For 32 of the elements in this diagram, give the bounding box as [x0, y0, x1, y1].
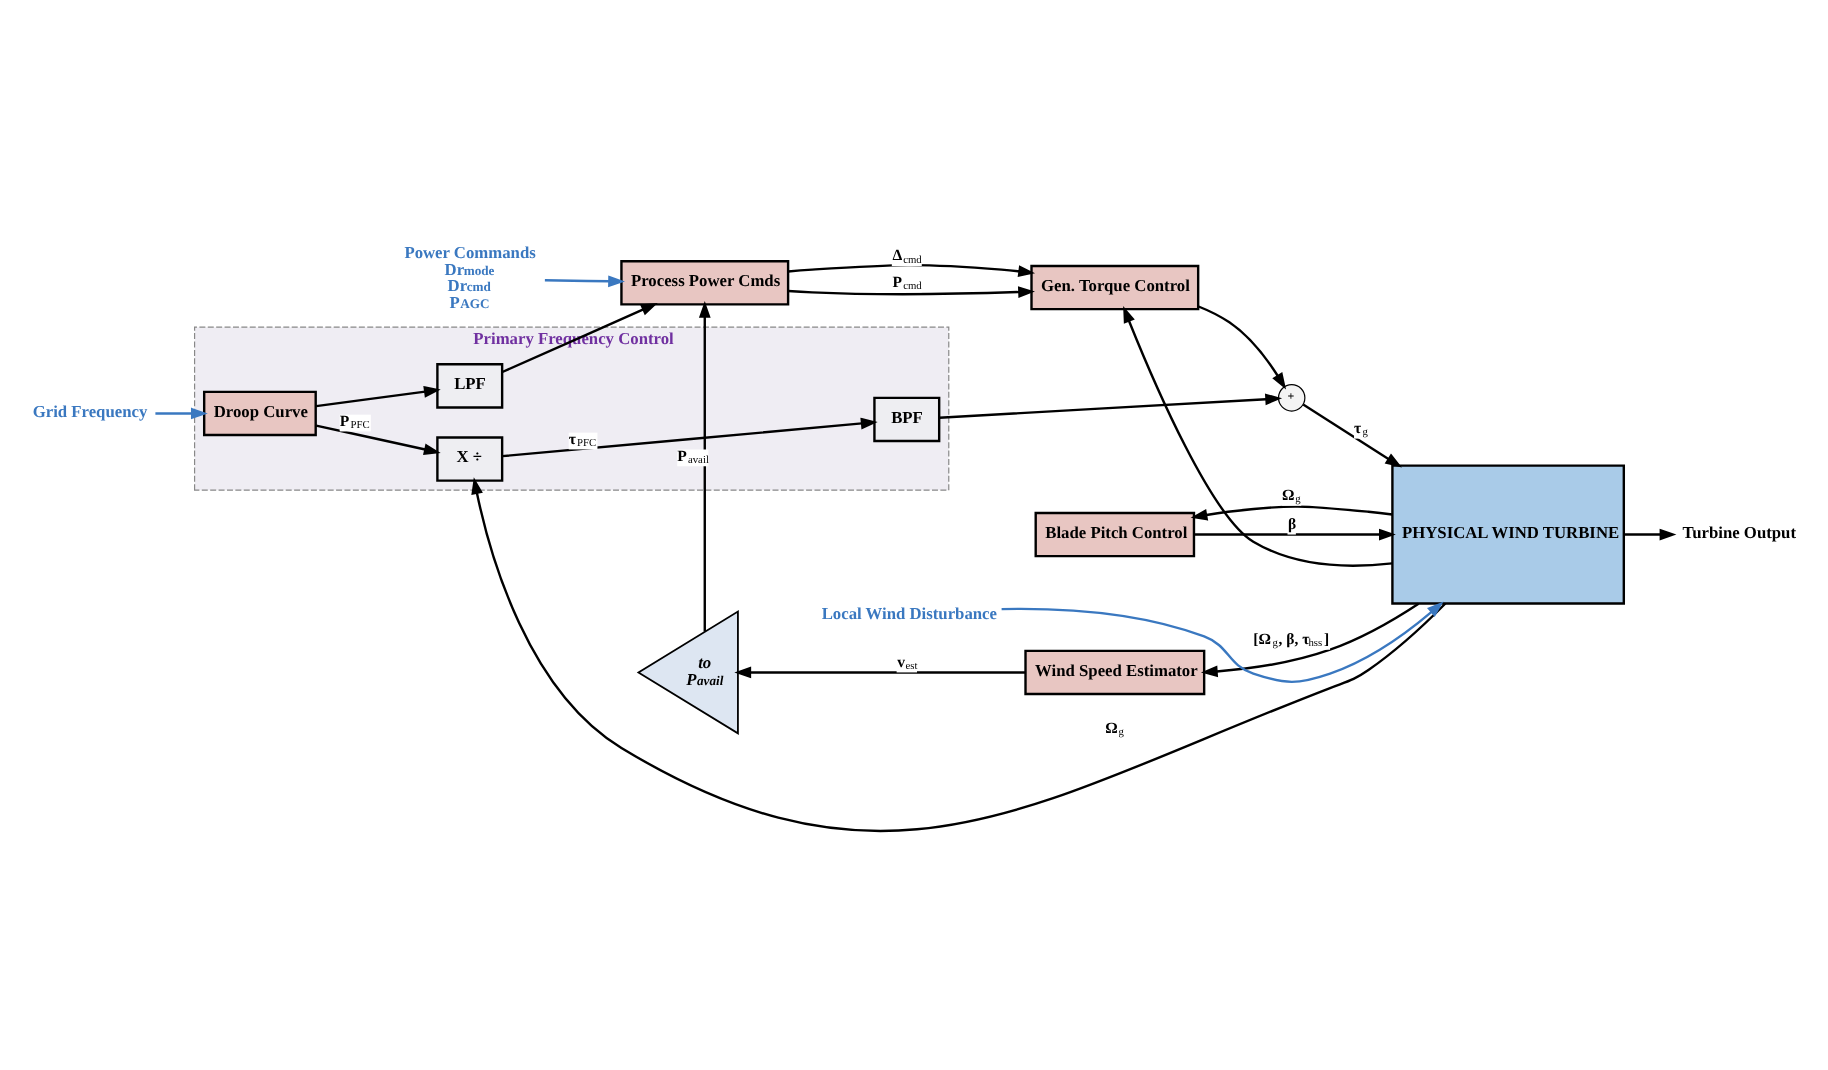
arrow [1200, 601, 1420, 677]
arrow [316, 384, 441, 407]
arrow [1198, 304, 1287, 389]
arrow [471, 476, 1447, 831]
arrow [698, 299, 711, 631]
node-box: LPF [436, 362, 504, 408]
arrow [788, 262, 1036, 277]
node-box: PHYSICAL WIND TURBINE [1391, 463, 1625, 604]
arrow [501, 302, 658, 373]
node-box: Process Power Cmds [620, 259, 790, 305]
node-box: Gen. Torque Control [1030, 263, 1200, 310]
arrow [1123, 305, 1393, 566]
arrow [734, 665, 1026, 678]
node-box: Wind Speed Estimator [1024, 648, 1206, 695]
arrow [544, 274, 625, 287]
arrow [155, 406, 208, 419]
node-box: X ÷ [436, 435, 504, 481]
arrow [788, 285, 1035, 297]
arrow [939, 392, 1283, 418]
node-box: BPF [873, 395, 941, 442]
arrow [1194, 527, 1396, 540]
node-text: Turbine Output [1682, 522, 1797, 541]
arrow [1302, 402, 1402, 467]
node-text: Local Wind Disturbance [821, 604, 997, 623]
arrow [315, 423, 441, 455]
arrow [1190, 504, 1393, 520]
node-text: Grid Frequency [32, 401, 148, 420]
arrow [1001, 600, 1444, 683]
arrow [502, 416, 878, 457]
arrow [1623, 527, 1677, 540]
node-box: Blade Pitch Control [1034, 510, 1196, 557]
node-box: Droop Curve [203, 389, 317, 436]
